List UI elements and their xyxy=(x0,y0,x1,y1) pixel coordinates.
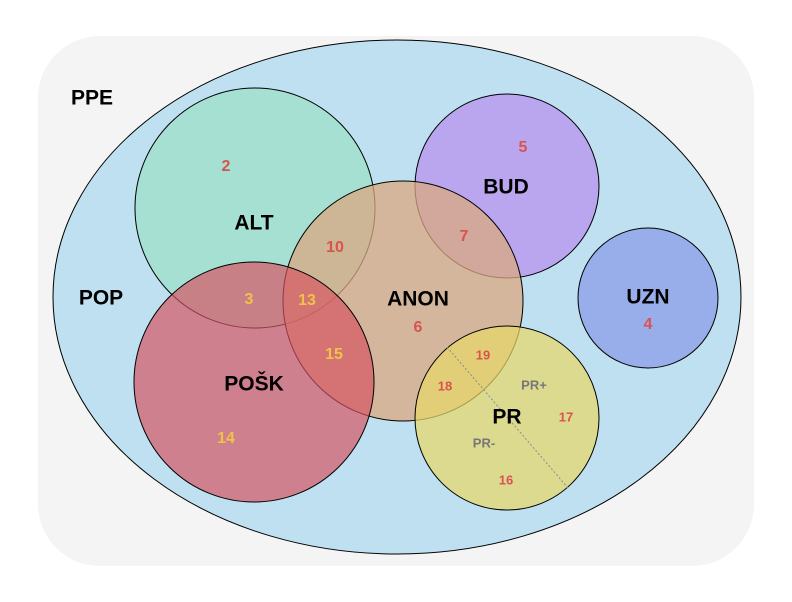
alt-label: ALT xyxy=(234,212,273,235)
pr-set-region xyxy=(414,325,600,511)
posk-label: POŠK xyxy=(224,372,284,396)
ppe-label: PPE xyxy=(71,87,113,110)
bud-label: BUD xyxy=(483,176,529,199)
region-number-14: 14 xyxy=(217,430,235,447)
region-number-7: 7 xyxy=(460,228,469,245)
pr-divider-line xyxy=(446,346,569,489)
region-number-6: 6 xyxy=(414,319,423,336)
uzn-set-region xyxy=(577,227,719,369)
pop-label: POP xyxy=(79,287,123,310)
pr-plus-label: PR+ xyxy=(521,377,547,392)
region-number-18: 18 xyxy=(438,378,452,393)
region-number-10: 10 xyxy=(326,239,344,256)
pr-minus-label: PR- xyxy=(473,435,495,450)
posk-set-region xyxy=(133,261,375,503)
region-number-17: 17 xyxy=(559,409,573,424)
region-number-15: 15 xyxy=(325,346,343,363)
region-number-13: 13 xyxy=(298,292,316,309)
region-number-4: 4 xyxy=(644,316,653,333)
region-number-19: 19 xyxy=(476,347,490,362)
anon-label: ANON xyxy=(387,288,449,311)
uzn-label: UZN xyxy=(626,286,669,309)
pr-label: PR xyxy=(492,406,521,429)
region-number-3: 3 xyxy=(245,291,254,308)
region-number-16: 16 xyxy=(499,472,513,487)
region-number-5: 5 xyxy=(519,139,528,156)
region-number-2: 2 xyxy=(222,158,231,175)
